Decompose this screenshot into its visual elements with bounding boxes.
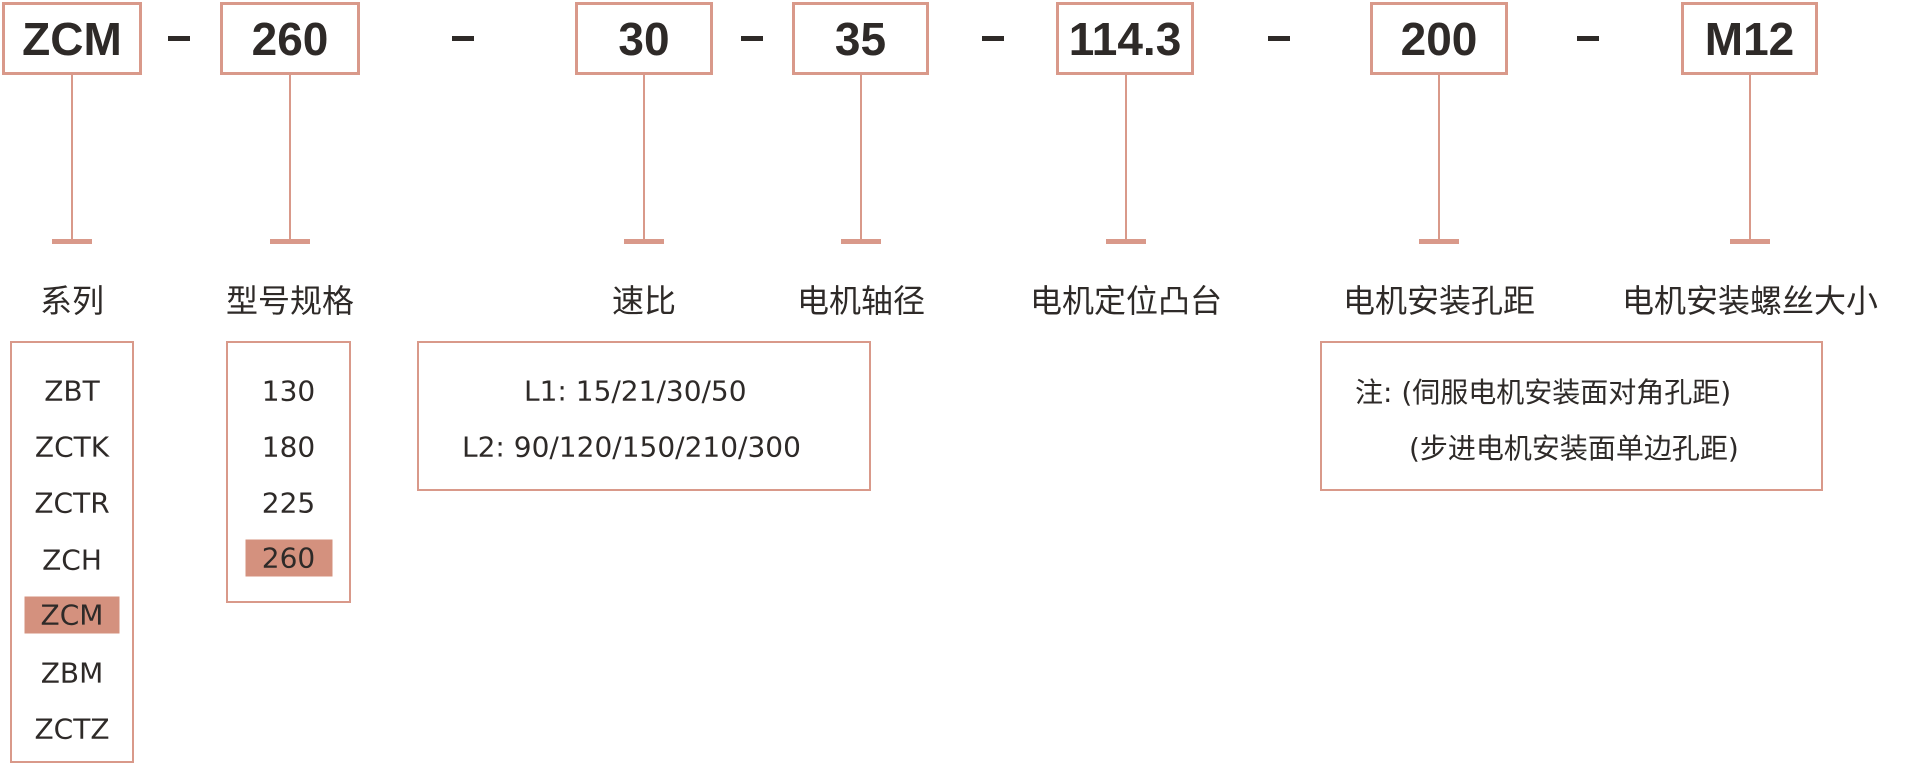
series-option: ZCTR — [34, 486, 110, 520]
connector-bar — [52, 239, 92, 244]
series-option: ZCTZ — [34, 712, 110, 746]
code-shaft: 35 — [792, 2, 929, 75]
model-option: 130 — [261, 374, 316, 408]
separator-dash — [1268, 36, 1290, 41]
code-boss: 114.3 — [1056, 2, 1194, 75]
connector-line — [860, 75, 862, 241]
series-option: ZCH — [42, 543, 102, 577]
connector-bar — [841, 239, 881, 244]
connector-line — [643, 75, 645, 241]
note-line-stepper: (步进电机安装面单边孔距) — [1409, 432, 1739, 465]
connector-bar — [624, 239, 664, 244]
connector-bar — [1106, 239, 1146, 244]
series-option: ZBM — [40, 656, 104, 690]
connector-line — [289, 75, 291, 241]
label-screw: 电机安装螺丝大小 — [1621, 282, 1879, 320]
ratio-box: L1: 15/21/30/50 L2: 90/120/150/210/300 — [417, 341, 871, 491]
connector-line — [71, 75, 73, 241]
model-option: 180 — [261, 430, 316, 464]
code-hole-distance: 200 — [1370, 2, 1508, 75]
code-series: ZCM — [2, 2, 142, 75]
label-hole-distance: 电机安装孔距 — [1342, 282, 1536, 320]
series-option-selected: ZCM — [24, 596, 120, 634]
series-option: ZCTK — [34, 430, 110, 464]
label-series: 系列 — [39, 282, 105, 320]
connector-line — [1125, 75, 1127, 241]
separator-dash — [741, 36, 763, 41]
series-options-box: ZBT ZCTK ZCTR ZCH ZCM ZBM ZCTZ — [10, 341, 134, 763]
series-option: ZBT — [44, 374, 100, 408]
connector-line — [1749, 75, 1751, 241]
ratio-line-l1: L1: 15/21/30/50 — [524, 374, 747, 408]
separator-dash — [982, 36, 1004, 41]
note-line-servo: 注: (伺服电机安装面对角孔距) — [1355, 376, 1732, 409]
label-ratio: 速比 — [611, 282, 677, 320]
connector-bar — [1419, 239, 1459, 244]
model-option: 225 — [261, 486, 316, 520]
ratio-line-l2: L2: 90/120/150/210/300 — [462, 430, 801, 464]
separator-dash — [452, 36, 474, 41]
code-screw: M12 — [1681, 2, 1818, 75]
label-shaft: 电机轴径 — [796, 282, 926, 320]
model-options-box: 130 180 225 260 — [226, 341, 351, 603]
label-model: 型号规格 — [225, 282, 355, 320]
label-boss: 电机定位凸台 — [1029, 282, 1223, 320]
separator-dash — [1577, 36, 1599, 41]
note-box: 注: (伺服电机安装面对角孔距) (步进电机安装面单边孔距) — [1320, 341, 1823, 491]
connector-bar — [1730, 239, 1770, 244]
model-option-selected: 260 — [245, 539, 332, 577]
separator-dash — [168, 36, 190, 41]
code-ratio: 30 — [575, 2, 713, 75]
code-model: 260 — [220, 2, 360, 75]
connector-bar — [270, 239, 310, 244]
connector-line — [1438, 75, 1440, 241]
